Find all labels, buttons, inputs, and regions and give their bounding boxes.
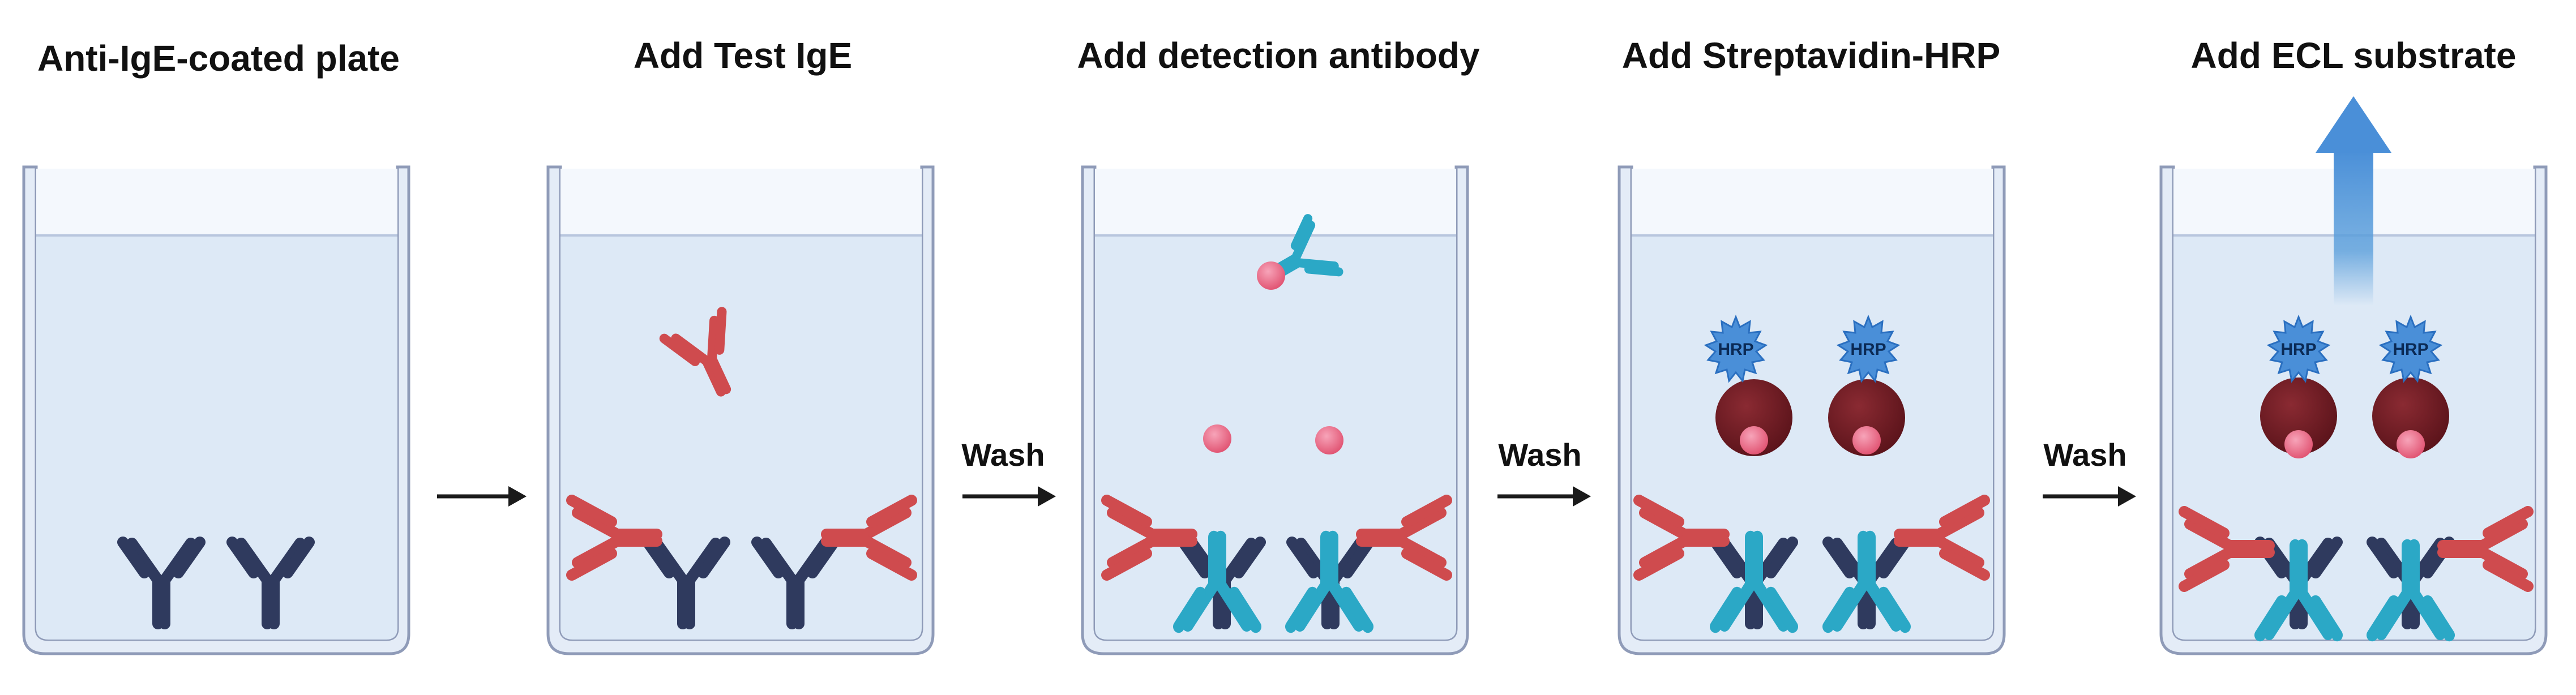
wash-label-1: Wash bbox=[961, 437, 1045, 473]
transition-arrow-3: Wash bbox=[1497, 437, 1591, 507]
biotin-label bbox=[1740, 426, 1768, 454]
step-title-5: Add ECL substrate bbox=[2191, 35, 2517, 76]
biotin-label bbox=[1852, 426, 1881, 454]
step-title-1: Anti-IgE-coated plate bbox=[37, 38, 400, 79]
transition-arrow-2: Wash bbox=[961, 437, 1056, 507]
biotin-label bbox=[1257, 261, 1285, 290]
hrp-enzyme: HRP bbox=[1836, 314, 1901, 383]
well-4 bbox=[1618, 165, 2006, 655]
hrp-enzyme: HRP bbox=[1704, 314, 1768, 383]
hrp-label: HRP bbox=[1850, 340, 1886, 359]
well-1 bbox=[22, 165, 410, 655]
well-2 bbox=[546, 165, 935, 655]
streptavidin bbox=[2260, 377, 2337, 454]
streptavidin bbox=[1715, 379, 1792, 456]
hrp-enzyme: HRP bbox=[2266, 314, 2331, 383]
biotin-label bbox=[2397, 430, 2425, 458]
hrp-enzyme: HRP bbox=[2378, 314, 2443, 383]
hrp-label: HRP bbox=[2393, 340, 2428, 359]
well-3 bbox=[1081, 165, 1469, 655]
hrp-label: HRP bbox=[2280, 340, 2316, 359]
transition-arrow-1 bbox=[437, 486, 527, 507]
streptavidin bbox=[2372, 377, 2449, 454]
biotin-label bbox=[2284, 430, 2313, 458]
wash-label-2: Wash bbox=[1498, 437, 1581, 473]
ecl-signal-arrow bbox=[2316, 96, 2391, 306]
step-title-4: Add Streptavidin-HRP bbox=[1622, 35, 2000, 76]
step-title-3: Add detection antibody bbox=[1077, 35, 1480, 76]
wash-label-3: Wash bbox=[2043, 437, 2126, 473]
step-title-2: Add Test IgE bbox=[634, 35, 852, 76]
transition-arrow-4: Wash bbox=[2043, 437, 2136, 507]
streptavidin bbox=[1828, 379, 1905, 456]
hrp-label: HRP bbox=[1718, 340, 1753, 359]
biotin-label bbox=[1315, 426, 1343, 454]
biotin-label bbox=[1203, 424, 1231, 453]
